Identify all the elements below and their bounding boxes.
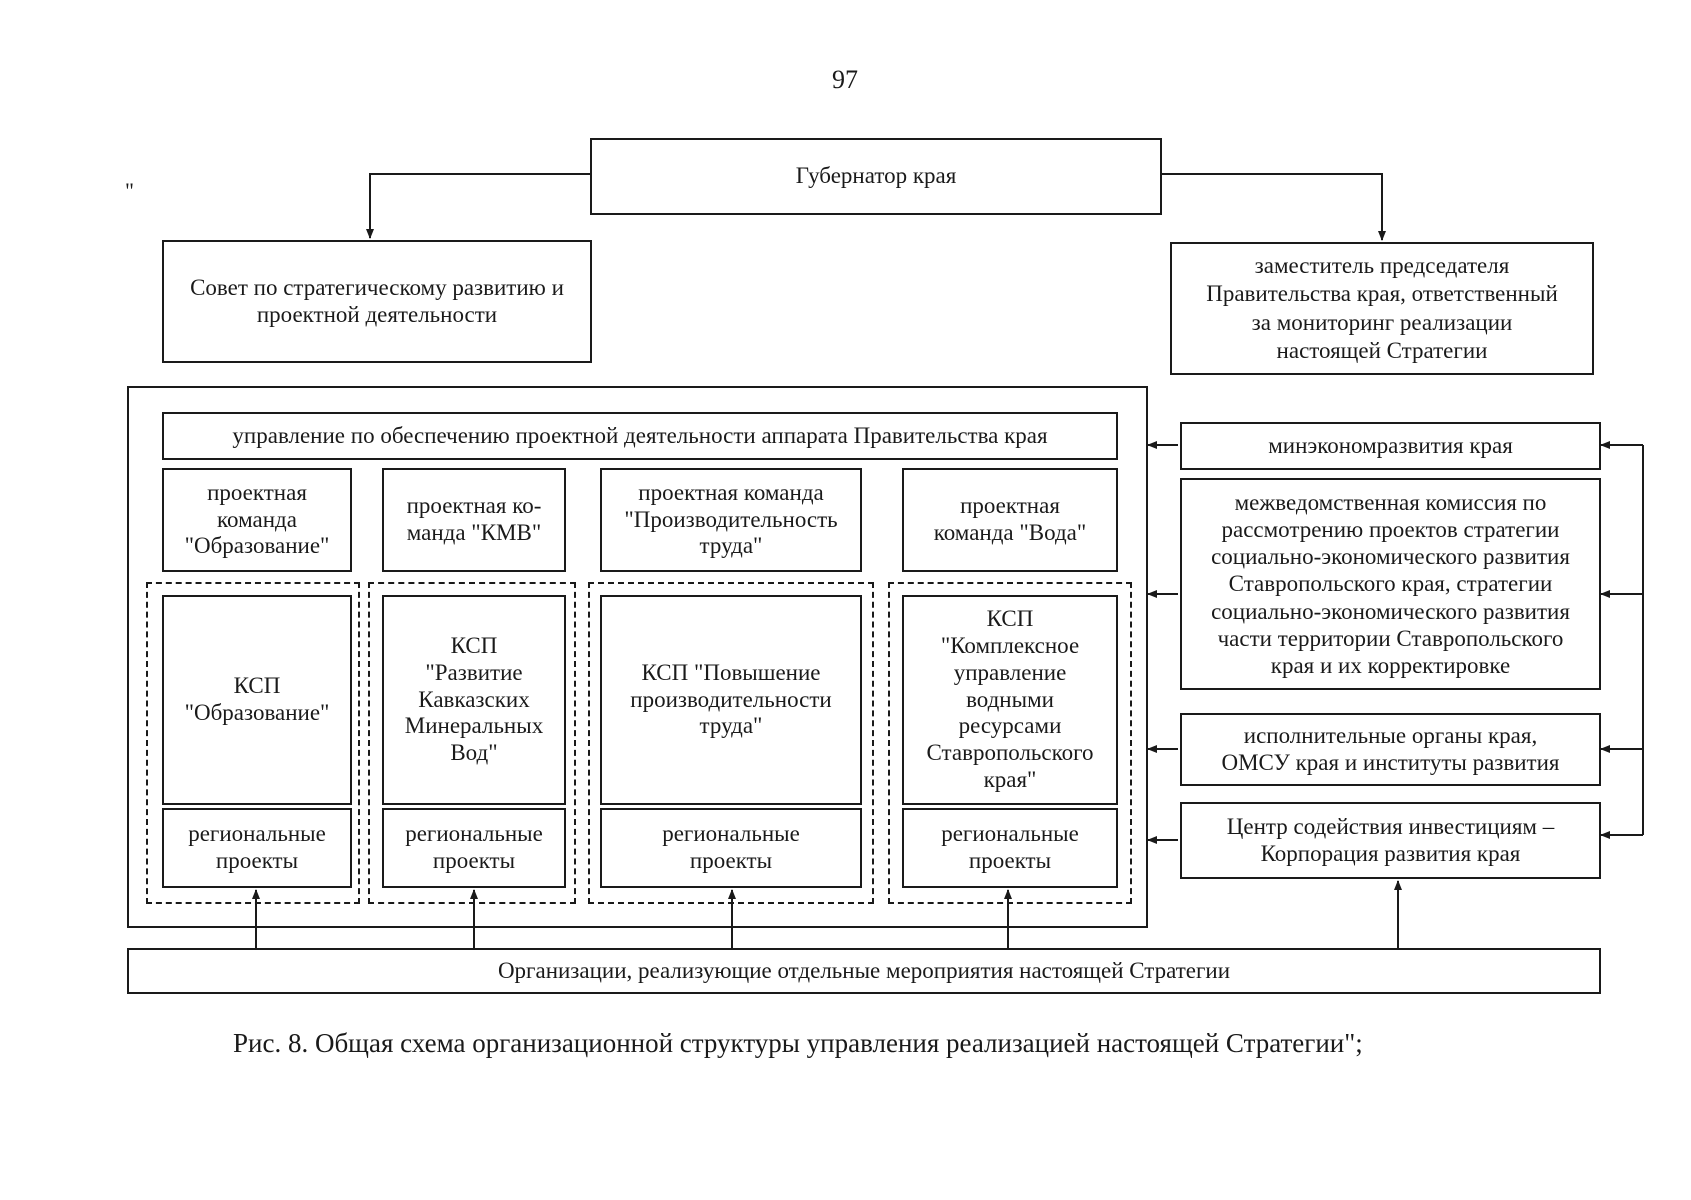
ksp-group-kmv (368, 582, 576, 904)
arrow-governor-to-deputy (1162, 173, 1386, 241)
investment-center-box: Центр содействия инвестициям – Корпораци… (1180, 802, 1601, 879)
ksp-water: КСП "Комплексное управление водными ресу… (902, 595, 1118, 805)
ksp-kmv: КСП "Развитие Кавказских Минеральных Вод… (382, 595, 566, 805)
project-team-kmv: проектная ко- манда "КМВ" (382, 468, 566, 572)
quote-mark: " (125, 178, 134, 203)
ksp-group-productivity (588, 582, 874, 904)
ksp-group-water (888, 582, 1132, 904)
regional-projects-kmv: региональные проекты (382, 808, 566, 888)
project-team-water: проектная команда "Вода" (902, 468, 1118, 572)
regional-projects-productivity: региональные проекты (600, 808, 862, 888)
project-management-frame (127, 386, 1148, 928)
regional-projects-education: региональные проекты (162, 808, 352, 888)
regional-projects-water: региональные проекты (902, 808, 1118, 888)
figure-caption: Рис. 8. Общая схема организационной стру… (233, 1028, 1363, 1058)
executive-bodies-box: исполнительные органы края, ОМСУ края и … (1180, 713, 1601, 786)
ksp-education: КСП "Образование" (162, 595, 352, 805)
project-team-education: проектная команда "Образование" (162, 468, 352, 572)
deputy-box: заместитель председателя Правительства к… (1170, 242, 1594, 375)
organizations-box: Организации, реализующие отдельные мероп… (127, 948, 1601, 994)
ksp-productivity: КСП "Повышение производительности труда" (600, 595, 862, 805)
governor-box: Губернатор края (590, 138, 1162, 215)
commission-box: межведомственная комиссия по рассмотрени… (1180, 478, 1601, 690)
page-number: 97 (832, 65, 858, 94)
ksp-group-education (146, 582, 360, 904)
council-box: Совет по стратегическому развитию и прое… (162, 240, 592, 363)
arrow-governor-to-council (366, 173, 590, 239)
department-box: управление по обеспечению проектной деят… (162, 412, 1118, 460)
ministry-box: минэкономразвития края (1180, 422, 1601, 470)
project-team-productivity: проектная команда "Производительность тр… (600, 468, 862, 572)
